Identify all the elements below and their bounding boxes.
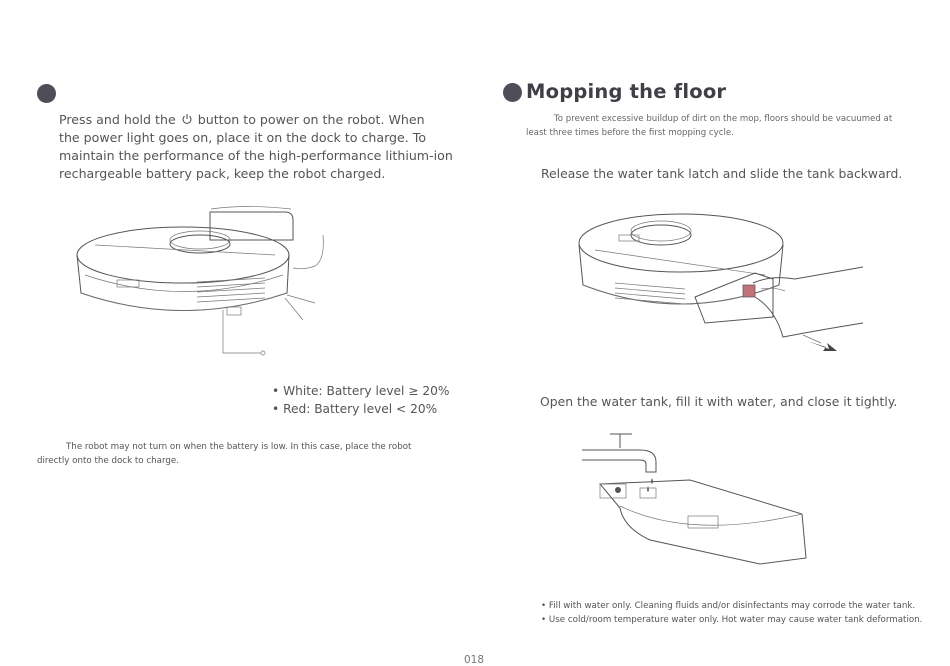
- water-tank-notes: • Fill with water only. Cleaning fluids …: [541, 600, 922, 627]
- step-release-tank: Release the water tank latch and slide t…: [541, 166, 903, 181]
- step-fill-tank: Open the water tank, fill it with water,…: [540, 394, 898, 409]
- page-number: 018: [464, 654, 485, 666]
- battery-white-item: • White: Battery level ≥ 20%: [272, 384, 450, 398]
- release-tank-illustration: [578, 213, 864, 351]
- mopping-intro-line-2: least three times before the first moppi…: [526, 128, 734, 138]
- instruction-line-1: Press and hold the button to power on th…: [59, 111, 479, 129]
- instruction-line-2: the power light goes on, place it on the…: [59, 130, 427, 145]
- instruction-line-3: maintain the performance of the high-per…: [59, 148, 453, 163]
- battery-status-list: • White: Battery level ≥ 20% • Red: Batt…: [272, 382, 450, 418]
- instruction-line-4: rechargeable battery pack, keep the robo…: [59, 166, 386, 181]
- instruction-text-rest: button to power on the robot. When: [197, 112, 425, 127]
- low-battery-note: The robot may not turn on when the batte…: [37, 441, 457, 468]
- robot-on-dock-illustration: [76, 206, 324, 356]
- battery-red-item: • Red: Battery level < 20%: [272, 402, 438, 416]
- section-bullet-dot: [37, 84, 56, 103]
- water-only-note: • Fill with water only. Cleaning fluids …: [541, 601, 916, 611]
- instruction-text-start: Press and hold the: [59, 112, 176, 127]
- mopping-intro-line-1: To prevent excessive buildup of dirt on …: [554, 114, 893, 124]
- water-temperature-note: • Use cold/room temperature water only. …: [541, 614, 923, 625]
- section-title: Mopping the floor: [526, 80, 727, 103]
- fill-tank-illustration: [582, 433, 807, 565]
- power-icon: [182, 114, 192, 124]
- low-battery-note-line-2: directly onto the dock to charge.: [37, 455, 180, 466]
- mopping-intro: To prevent excessive buildup of dirt on …: [526, 112, 926, 140]
- power-instructions: Press and hold the button to power on th…: [59, 111, 479, 183]
- low-battery-note-line-1: The robot may not turn on when the batte…: [66, 442, 412, 452]
- section-bullet-dot-right: [503, 83, 522, 102]
